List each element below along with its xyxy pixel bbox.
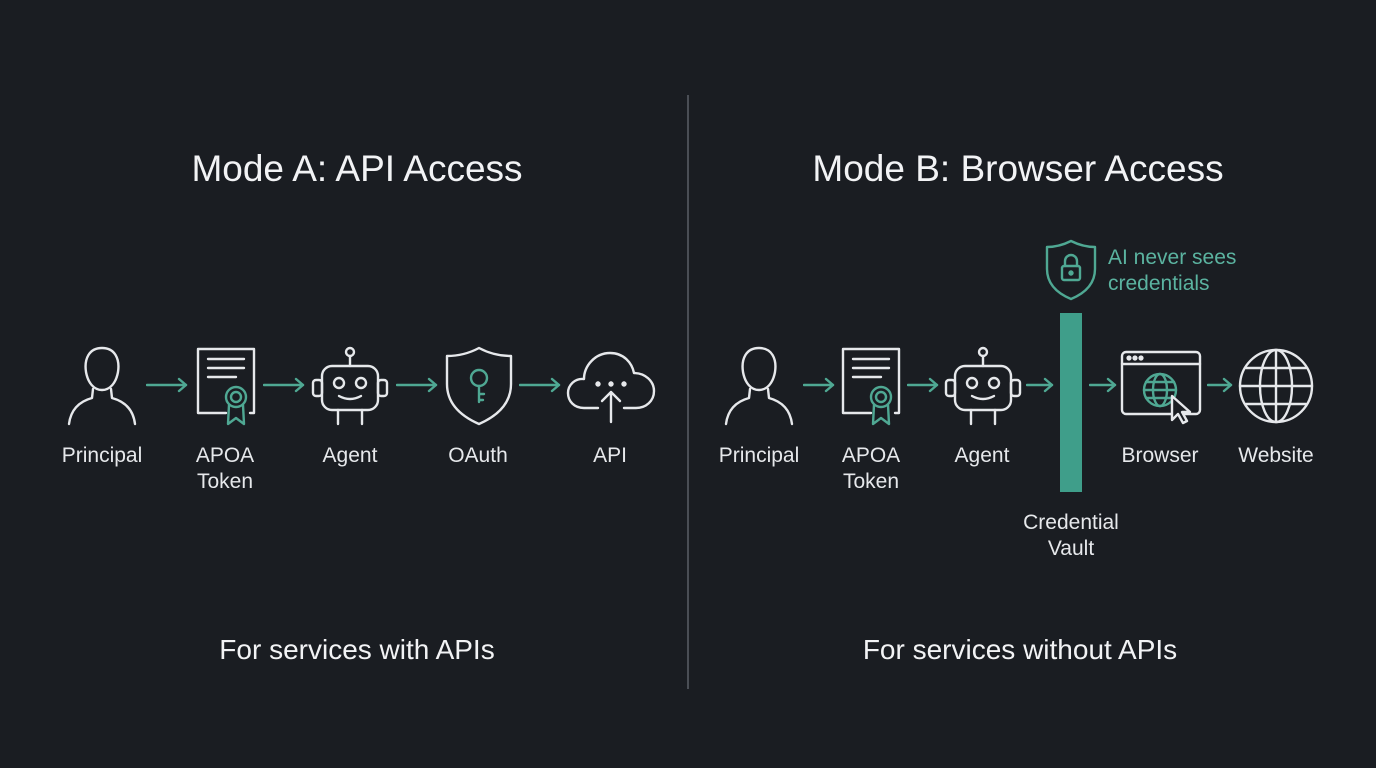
arrow-icon — [146, 377, 188, 393]
arrow-icon — [519, 377, 561, 393]
step-label: APOA Token — [841, 444, 901, 493]
step-label: API — [593, 444, 627, 467]
arrow-icon — [803, 377, 835, 393]
shield-key-icon — [444, 346, 514, 426]
cloud-upload-icon — [566, 350, 656, 425]
mode-b-footer: For services without APIs — [862, 634, 1178, 665]
credential-vault-bar — [1060, 313, 1082, 492]
mode-a-title: Mode A: API Access — [191, 148, 523, 189]
mode-a-footer: For services with APIs — [219, 634, 495, 665]
step-label: APOA Token — [195, 444, 255, 493]
mode-b-title: Mode B: Browser Access — [812, 148, 1224, 189]
person-icon — [67, 346, 137, 426]
step-label: Principal — [718, 444, 800, 467]
browser-globe-icon — [1120, 350, 1202, 425]
arrow-icon — [1089, 377, 1117, 393]
vault-note: AI never sees credentials — [1108, 246, 1237, 295]
robot-icon — [943, 346, 1023, 426]
person-icon — [724, 346, 794, 426]
step-label: Agent — [322, 444, 378, 467]
arrow-icon — [396, 377, 438, 393]
certificate-icon — [841, 347, 901, 427]
shield-lock-icon — [1045, 239, 1097, 301]
arrow-icon — [1026, 377, 1054, 393]
step-label: Browser — [1121, 444, 1199, 467]
globe-icon — [1238, 348, 1314, 424]
step-label: Agent — [954, 444, 1010, 467]
arrow-icon — [1207, 377, 1233, 393]
divider — [687, 95, 689, 689]
arrow-icon — [263, 377, 305, 393]
step-label: OAuth — [448, 444, 508, 467]
step-label: Credential Vault — [1023, 511, 1119, 560]
certificate-icon — [196, 347, 256, 427]
arrow-icon — [907, 377, 939, 393]
step-label: Principal — [61, 444, 143, 467]
robot-icon — [310, 346, 390, 426]
step-label: Website — [1238, 444, 1314, 467]
